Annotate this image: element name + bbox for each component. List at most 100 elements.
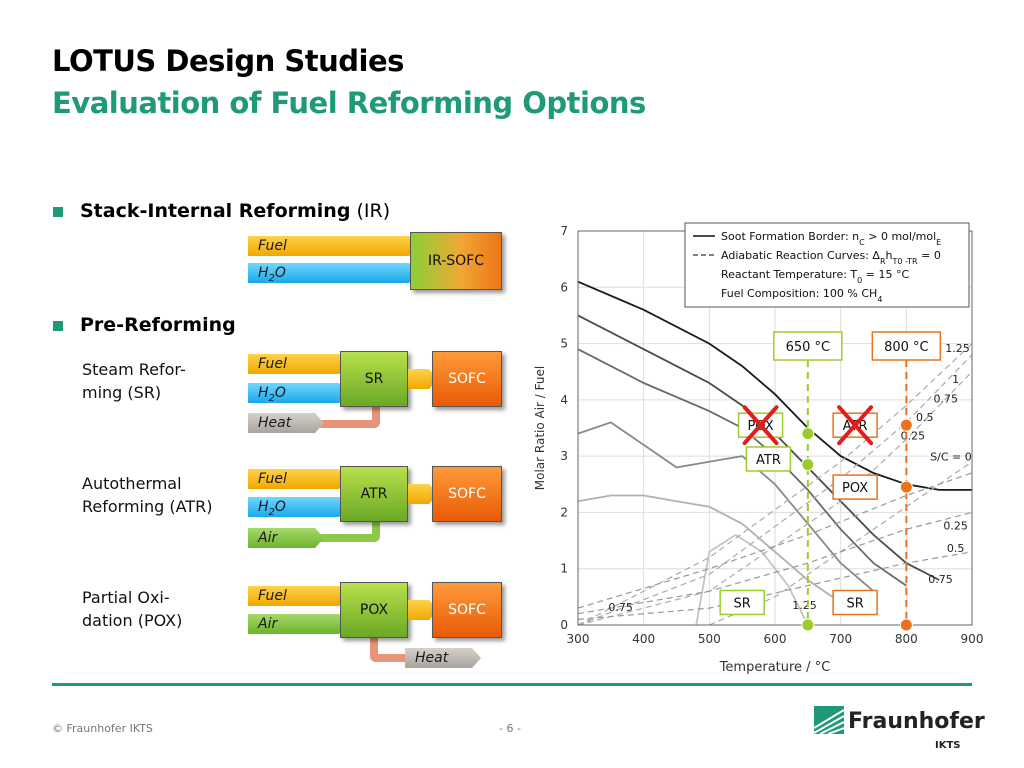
h2o-label: H2O bbox=[258, 265, 286, 281]
y-tick-label: 4 bbox=[560, 393, 568, 407]
sofc-box: SOFC bbox=[432, 351, 502, 407]
legend-text: Fuel Composition: 100 % CH bbox=[721, 287, 877, 300]
legend-text: = 0 bbox=[918, 249, 941, 262]
legend-text: Soot Formation Border: n bbox=[721, 230, 859, 243]
h2o-stream-arrow: H2O bbox=[248, 383, 348, 403]
h2o-label-sub: 2 bbox=[268, 392, 275, 404]
atr-desc-line1: Autothermal bbox=[82, 474, 182, 493]
legend-subscript: 4 bbox=[877, 295, 882, 304]
curve-label: 1 bbox=[952, 373, 959, 386]
heat-stream-arrow: Heat bbox=[405, 648, 481, 668]
legend-box bbox=[684, 222, 970, 308]
reforming-tag-box bbox=[745, 446, 792, 472]
copyright-text: © Fraunhofer IKTS bbox=[52, 722, 153, 735]
legend-text: Adiabatic Reaction Curves: Δ bbox=[721, 249, 880, 262]
pox-description: Partial Oxi- dation (POX) bbox=[82, 586, 182, 632]
fraunhofer-logo-sub: IKTS bbox=[935, 740, 961, 751]
series-line-8 bbox=[577, 343, 973, 626]
heat-connector bbox=[370, 636, 418, 662]
y-axis-label: Molar Ratio Air / Fuel bbox=[533, 366, 547, 490]
y-tick-label: 5 bbox=[560, 337, 568, 351]
h2o-label-main: H bbox=[258, 385, 269, 401]
heat-label: Heat bbox=[258, 415, 292, 431]
air-stream-arrow: Air bbox=[248, 528, 324, 548]
series-line-6 bbox=[577, 371, 973, 626]
fuel-stream-arrow: Fuel bbox=[248, 586, 348, 606]
h2o-stream-arrow: H2O bbox=[248, 497, 348, 517]
bullet-icon bbox=[53, 207, 63, 217]
x-tick-label: 300 bbox=[567, 632, 590, 646]
temperature-tag-box bbox=[773, 331, 843, 361]
y-tick-label: 7 bbox=[560, 224, 568, 238]
air-label: Air bbox=[258, 530, 278, 546]
curve-label: S/C = 0 bbox=[930, 451, 972, 464]
h2o-stream-arrow: H2O bbox=[248, 263, 418, 283]
legend-text: = 15 °C bbox=[862, 268, 909, 281]
h2o-label-end: O bbox=[274, 499, 286, 515]
temperature-tag-label: 650 °C bbox=[786, 340, 831, 355]
reforming-tag-box bbox=[832, 589, 878, 616]
heat-label: Heat bbox=[415, 650, 449, 666]
fuel-stream-arrow: Fuel bbox=[248, 469, 348, 489]
curve-label: 0.75 bbox=[933, 393, 958, 406]
curve-label: 1.25 bbox=[945, 342, 970, 355]
sr-description: Steam Refor- ming (SR) bbox=[82, 358, 186, 404]
reforming-tag-label: SR bbox=[734, 596, 751, 611]
series-line-12 bbox=[577, 551, 973, 620]
legend-text: > 0 mol/mol bbox=[865, 230, 936, 243]
legend-entry: Fuel Composition: 100 % CH4 bbox=[721, 287, 882, 304]
series-line-1 bbox=[577, 314, 940, 581]
series-line-4 bbox=[577, 494, 842, 604]
heat-connector bbox=[300, 406, 380, 428]
section-ir-normal: (IR) bbox=[350, 200, 391, 222]
page-number: - 6 - bbox=[499, 722, 521, 735]
reforming-tag-label: ATR bbox=[756, 453, 781, 468]
legend-text: Reactant Temperature: T bbox=[721, 268, 857, 281]
h2o-label-end: O bbox=[274, 265, 286, 281]
temperature-markers: 650 °C 800 °C bbox=[773, 331, 942, 632]
legend-text: h bbox=[886, 249, 893, 262]
h2o-label-sub: 2 bbox=[268, 506, 275, 518]
rejected-cross-icon bbox=[742, 405, 779, 446]
legend-subscript: C bbox=[859, 238, 865, 247]
x-tick-label: 800 bbox=[895, 632, 918, 646]
air-stream-arrow: Air bbox=[248, 614, 348, 634]
section-pre-heading: Pre-Reforming bbox=[80, 314, 236, 336]
fuel-stream-arrow: Fuel bbox=[248, 236, 418, 256]
reformate-arrow bbox=[408, 484, 438, 504]
y-tick-label: 1 bbox=[560, 562, 568, 576]
x-tick-label: 400 bbox=[632, 632, 655, 646]
operating-point-5 bbox=[899, 618, 913, 632]
page-subtitle: Evaluation of Fuel Reforming Options bbox=[52, 86, 646, 120]
curve-label: 0.75 bbox=[928, 573, 953, 586]
x-tick-label: 600 bbox=[764, 632, 787, 646]
temperature-tag-label: 800 °C bbox=[884, 340, 929, 355]
reformate-arrow bbox=[408, 600, 438, 620]
heat-stream-arrow: Heat bbox=[248, 413, 324, 433]
h2o-label: H2O bbox=[258, 499, 286, 515]
curve-label: 0.25 bbox=[943, 519, 968, 532]
operating-point-0 bbox=[801, 427, 815, 441]
curve-label: 0.75 bbox=[608, 601, 633, 614]
series-line-5 bbox=[695, 533, 809, 626]
operating-point-3 bbox=[899, 418, 913, 432]
temperature-tag-box bbox=[871, 331, 942, 361]
fuel-label: Fuel bbox=[258, 588, 287, 604]
reforming-tags: POXATRSRATRPOXSR bbox=[719, 405, 878, 616]
legend-subscript: T0 -TR bbox=[891, 257, 918, 266]
sr-desc-line2: ming (SR) bbox=[82, 383, 162, 402]
operating-point-4 bbox=[899, 480, 913, 494]
atr-description: Autothermal Reforming (ATR) bbox=[82, 472, 212, 518]
atr-reformer-box: ATR bbox=[340, 466, 408, 522]
series-line-3 bbox=[577, 421, 875, 592]
fuel-label: Fuel bbox=[258, 238, 287, 254]
h2o-label-sub: 2 bbox=[268, 272, 275, 284]
section-ir-bold: Stack-Internal Reforming bbox=[80, 200, 351, 222]
fuel-label: Fuel bbox=[258, 471, 287, 487]
reforming-tag-box bbox=[719, 589, 765, 616]
operating-point-1 bbox=[801, 458, 815, 472]
sofc-box: SOFC bbox=[432, 582, 502, 638]
